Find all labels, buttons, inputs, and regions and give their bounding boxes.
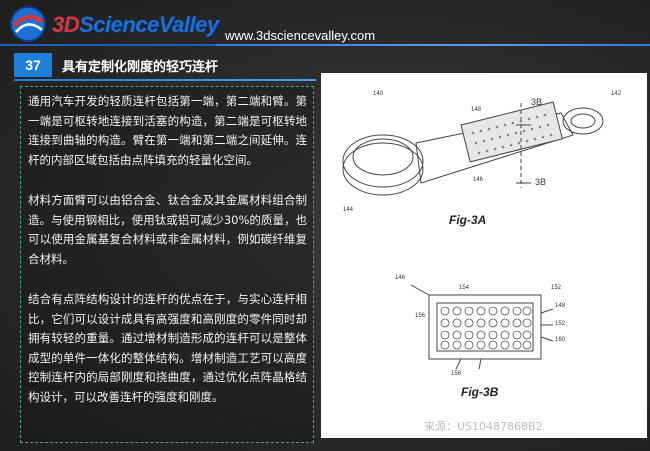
label-b-158: 158 [451, 371, 462, 377]
logo-text-rest: ScienceValley [79, 12, 219, 37]
label-b-160: 160 [555, 337, 566, 343]
paragraph-3: 结合有点阵结构设计的连杆的优点在于，与实心连杆相比，它们可以设计成具有高强度和高… [28, 292, 307, 404]
header: 3DScienceValley www.3dsciencevalley.com [0, 0, 650, 50]
label-b-156: 156 [415, 313, 426, 319]
logo-text: 3DScienceValley [52, 12, 219, 38]
label-146: 146 [473, 177, 484, 183]
source-citation: 来源：US10487868B2 [424, 420, 543, 433]
slide-title: 具有定制化刚度的轻巧连杆 [62, 60, 219, 75]
label-b-148: 148 [555, 303, 566, 309]
label-140: 140 [373, 91, 384, 97]
text-panel: 通用汽车开发的轻质连杆包括第一端，第二端和臂。第一端是可枢转地连接到活塞的构造，… [20, 86, 314, 443]
label-3b-bottom: 3B [535, 177, 547, 187]
logo-globe-icon [10, 6, 46, 42]
paragraph-1: 通用汽车开发的轻质连杆包括第一端，第二端和臂。第一端是可枢转地连接到活塞的构造，… [28, 94, 307, 167]
label-b-152: 152 [555, 321, 566, 327]
fig-3a-caption: Fig-3A [449, 213, 487, 227]
label-b-152-top: 152 [551, 285, 562, 291]
patent-figure: 140 142 148 3B 146 3B 144 Fig-3A 146 154… [321, 73, 647, 438]
paragraph-2: 材料方面臂可以由铝合金、钛合金及其金属材料组合制造。与使用钢相比，使用钛或铝可减… [28, 193, 307, 266]
label-142: 142 [611, 91, 622, 97]
label-3b-top: 3B [531, 97, 543, 107]
label-b-154: 154 [459, 285, 470, 291]
logo-text-prefix: 3D [52, 12, 80, 37]
header-divider [216, 44, 650, 46]
connecting-rod-drawing [342, 101, 604, 370]
fig-3b-caption: Fig-3B [461, 385, 499, 399]
header-divider-left [0, 44, 216, 46]
site-url[interactable]: www.3dsciencevalley.com [225, 28, 376, 43]
label-b-146: 146 [395, 275, 406, 281]
logo: 3DScienceValley [6, 4, 219, 44]
label-144: 144 [343, 207, 354, 213]
title-underline [14, 79, 316, 81]
label-148: 148 [471, 107, 482, 113]
slide-number: 37 [14, 53, 52, 77]
